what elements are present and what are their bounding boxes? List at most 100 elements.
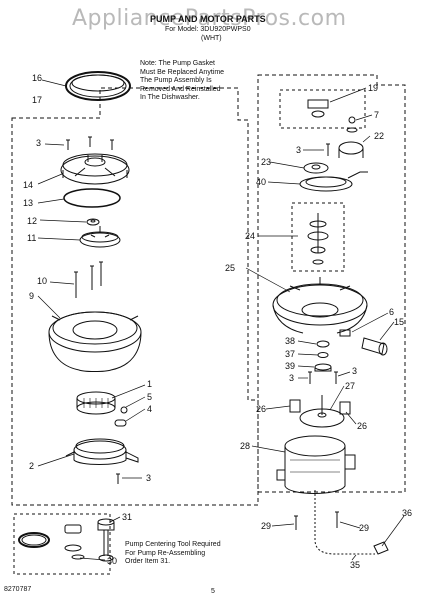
shaft-assembly-24 (307, 213, 329, 265)
clip-26-right (339, 401, 351, 415)
centering-tool-note: Pump Centering Tool Required For Pump Re… (125, 541, 237, 567)
callout: 24 (245, 231, 256, 241)
screw-bottom-left (116, 473, 120, 484)
gasket-note: Note: The Pump Gasket Must Be Replaced A… (140, 60, 252, 103)
callout: 9 (29, 291, 35, 301)
callout: 16 (32, 73, 43, 83)
ball-7-seat (346, 127, 358, 133)
model-subtitle: For Model: 3DU920PWPS0 (165, 26, 251, 33)
callout: 35 (350, 560, 361, 570)
callout: 29 (359, 523, 370, 533)
connector-36 (373, 541, 389, 555)
callout: 26 (357, 421, 368, 431)
tool-note-line: Order Item 31. (125, 558, 171, 565)
ring-bracket (65, 438, 139, 465)
small-ball (120, 406, 128, 414)
part-39 (314, 363, 332, 372)
callout: 11 (27, 233, 37, 243)
pump-body (48, 311, 142, 372)
callout: 1 (147, 379, 153, 389)
callout: 23 (261, 157, 272, 167)
callout: 22 (374, 131, 385, 141)
callout: 14 (23, 180, 34, 190)
callout: 3 (296, 145, 302, 155)
plate-27 (299, 395, 345, 428)
left-assembly-frame (11, 87, 259, 506)
centering-tool (97, 518, 115, 562)
callout: 19 (368, 83, 379, 93)
note-line: The Pump Assembly Is (140, 77, 212, 84)
callout: 15 (394, 317, 405, 327)
note-line: Must Be Replaced Anytime (140, 68, 225, 76)
seal-40 (299, 171, 368, 192)
callout: 29 (261, 521, 272, 531)
motor-mount-25 (272, 277, 368, 334)
callout: 28 (240, 441, 251, 451)
impeller (79, 226, 121, 248)
part-24-box (291, 202, 345, 272)
parts-19-7-box (279, 89, 366, 129)
callout: 12 (27, 216, 38, 226)
callout: 3 (36, 138, 42, 148)
callout: 5 (147, 392, 153, 402)
page-number: 5 (211, 588, 215, 595)
leader-lines (37, 79, 405, 561)
watermark: AppliancePartsPros.com (72, 6, 347, 31)
cable-35 (314, 490, 375, 555)
callout: 6 (389, 307, 395, 317)
callout: 27 (345, 381, 356, 391)
small-washer (86, 218, 100, 226)
seal-ring-30 (18, 532, 50, 548)
filter-screen (76, 391, 116, 415)
screws-top-left (66, 136, 114, 150)
part-37 (317, 352, 329, 358)
callout: 26 (256, 404, 267, 414)
seal-parts-30 (64, 524, 85, 560)
bracket-22 (338, 141, 364, 158)
ball-7 (348, 116, 356, 124)
document-number: 8270787 (4, 586, 32, 593)
callout: 2 (29, 461, 35, 471)
note-line: Removed And Reinstalled (140, 85, 221, 93)
parts-30-31-box (13, 513, 111, 575)
screw-29-left (294, 515, 298, 530)
callout: 10 (37, 276, 48, 286)
note-line: In The Dishwasher. (140, 94, 200, 101)
callout: 17 (32, 95, 43, 105)
motor-28 (276, 435, 356, 494)
callout: 3 (289, 373, 295, 383)
pump-gasket (65, 71, 131, 101)
tool-note-line: Pump Centering Tool Required (125, 541, 221, 548)
small-clip (114, 419, 127, 427)
long-screws (74, 261, 103, 298)
callout: 3 (146, 473, 152, 483)
fitting-6 (339, 329, 351, 337)
part-38 (316, 340, 330, 348)
screw-29-right (335, 511, 339, 528)
callout: 39 (285, 361, 296, 371)
callout: 30 (107, 556, 118, 566)
callout: 36 (402, 508, 413, 518)
callout: 4 (147, 404, 153, 414)
plate-23 (303, 162, 329, 174)
diagram-title: PUMP AND MOTOR PARTS (150, 14, 266, 24)
color-code: (WHT) (201, 35, 222, 42)
note-line: Note: The Pump Gasket (140, 60, 215, 67)
tool-note-line: For Pump Re-Assembling (125, 549, 206, 557)
pump-housing-top (60, 153, 130, 185)
screw-right-top (326, 143, 330, 156)
fitting-15 (361, 337, 388, 356)
screws-right-mid (308, 371, 338, 384)
callout: 13 (23, 198, 34, 208)
callout: 25 (225, 263, 236, 273)
o-ring (63, 188, 121, 208)
callout: 38 (285, 336, 296, 346)
callout: 3 (352, 366, 358, 376)
right-assembly-frame (257, 74, 406, 493)
callout: 37 (285, 349, 296, 359)
callout: 7 (374, 110, 380, 120)
callout: 31 (122, 512, 133, 522)
check-valve-19 (307, 99, 329, 118)
